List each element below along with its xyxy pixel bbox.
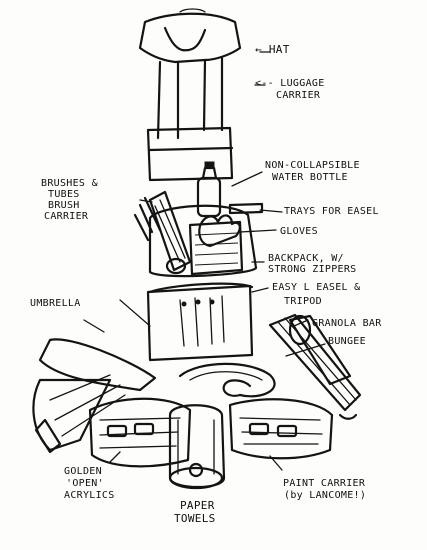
label-luggage-carrier-line1: <-- LUGGAGE <box>255 78 325 89</box>
label-luggage-carrier-line2: CARRIER <box>276 90 321 101</box>
label-acrylics-line1: GOLDEN <box>64 466 102 477</box>
label-brushes-line1: BRUSHES & <box>41 178 98 189</box>
paper-towels-drawing <box>168 404 226 490</box>
water-bottle-drawing <box>196 161 222 218</box>
luggage-carrier-drawing <box>146 56 234 182</box>
label-granola-bar: GRANOLA BAR <box>312 318 382 329</box>
umbrella-drawing <box>32 299 157 454</box>
label-gloves: GLOVES <box>280 226 318 237</box>
label-trays: TRAYS FOR EASEL <box>284 206 379 217</box>
label-easel-line1: EASY L EASEL & <box>272 282 361 293</box>
paint-carrier-drawing <box>88 397 334 468</box>
label-backpack-line2: STRONG ZIPPERS <box>268 264 357 275</box>
label-water-bottle-line1: NON-COLLAPSIBLE <box>265 160 360 171</box>
label-brushes-line4: CARRIER <box>44 211 89 222</box>
brush-carrier-drawing <box>133 190 192 275</box>
label-brushes-line2: TUBES <box>48 189 80 200</box>
hat-drawing <box>138 8 242 64</box>
label-paper-towels-line2: TOWELS <box>174 512 216 525</box>
label-acrylics-line2: 'OPEN' <box>66 478 104 489</box>
tripod-legs-drawing <box>268 313 362 420</box>
label-acrylics-line3: ACRYLICS <box>64 490 115 501</box>
bungee-drawing <box>178 362 276 398</box>
label-hat: ← HAT <box>255 43 290 56</box>
backpack-drawing <box>148 202 264 278</box>
label-bungee: BUNGEE <box>328 336 366 347</box>
label-paint-carrier-line2: (by LANCOME!) <box>284 490 367 501</box>
label-paint-carrier-line1: PAINT CARRIER <box>283 478 366 489</box>
label-paper-towels-line1: PAPER <box>180 499 215 512</box>
leader-lines <box>83 51 326 471</box>
label-water-bottle-line2: WATER BOTTLE <box>272 172 348 183</box>
label-backpack-line1: BACKPACK, w/ <box>268 253 344 264</box>
label-umbrella: UMBRELLA <box>30 298 81 309</box>
label-easel-line2: TRIPOD <box>284 296 322 307</box>
label-brushes-line3: BRUSH <box>48 200 80 211</box>
easel-box-drawing <box>146 282 254 362</box>
